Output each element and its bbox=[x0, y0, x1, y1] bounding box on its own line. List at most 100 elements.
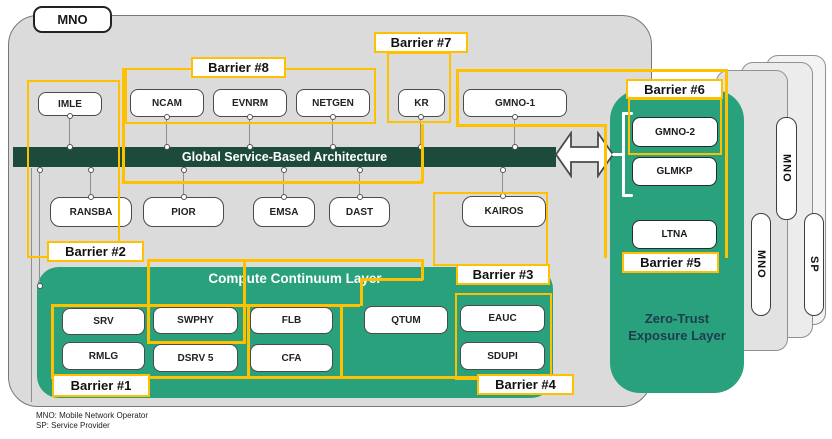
link-kr-gsba bbox=[420, 117, 422, 147]
gsba-bar-title: Global Service-Based Architecture bbox=[181, 150, 388, 164]
barrier-3-label: Barrier #3 bbox=[456, 264, 550, 285]
node-evnrm: EVNRM bbox=[213, 89, 287, 117]
barrier-2-label: Barrier #2 bbox=[47, 241, 144, 262]
node-cfa: CFA bbox=[250, 344, 333, 372]
zero-trust-title-line2: Exposure Layer bbox=[628, 328, 726, 343]
brace-bottom-tick bbox=[622, 194, 633, 197]
barrier-4-label: Barrier #4 bbox=[477, 374, 574, 395]
link-evnrm-gsba bbox=[249, 117, 251, 147]
zero-trust-title-line1: Zero-Trust bbox=[644, 311, 710, 326]
node-kr-label: KR bbox=[414, 97, 429, 109]
dot bbox=[181, 167, 187, 173]
dot bbox=[512, 114, 518, 120]
global-service-based-architecture-bar: Global Service-Based Architecture bbox=[13, 147, 556, 167]
node-imle: IMLE bbox=[38, 92, 102, 116]
node-gmno2: GMNO-2 bbox=[632, 117, 718, 147]
barrier-5-text: Barrier #5 bbox=[640, 255, 701, 270]
link-gsba-ccl bbox=[39, 170, 41, 286]
dot bbox=[281, 194, 287, 200]
dot bbox=[88, 194, 94, 200]
link-gsba-kairos bbox=[502, 170, 504, 196]
dot bbox=[247, 144, 253, 150]
barrier-6-text: Barrier #6 bbox=[644, 81, 705, 97]
dot bbox=[37, 167, 43, 173]
tab-mno-bottom-label: MNO bbox=[755, 250, 767, 279]
node-eauc-label: EAUC bbox=[488, 313, 517, 324]
legend-sp: SP: Service Provider bbox=[36, 421, 110, 430]
link-ncam-gsba bbox=[166, 117, 168, 147]
tab-mno-top-label: MNO bbox=[780, 154, 793, 183]
brace-top-tick bbox=[622, 112, 633, 115]
dot bbox=[67, 113, 73, 119]
node-dsrv5: DSRV 5 bbox=[153, 344, 238, 372]
node-flb: FLB bbox=[250, 307, 333, 334]
link-gsba-dast bbox=[359, 170, 361, 197]
compute-continuum-layer-title: Compute Continuum Layer bbox=[208, 271, 382, 286]
brace-icon bbox=[622, 112, 625, 197]
node-gmno1: GMNO-1 bbox=[463, 89, 567, 117]
node-ransba: RANSBA bbox=[50, 197, 132, 227]
node-dast-label: DAST bbox=[345, 206, 374, 218]
node-ncam: NCAM bbox=[130, 89, 204, 117]
node-kr: KR bbox=[398, 89, 445, 117]
node-ransba-label: RANSBA bbox=[69, 206, 113, 218]
link-netgen-gsba bbox=[332, 117, 334, 147]
dot bbox=[500, 193, 506, 199]
zero-trust-layer-title: Zero-Trust Exposure Layer bbox=[612, 310, 742, 344]
dot bbox=[37, 283, 43, 289]
legend-mno: MNO: Mobile Network Operator bbox=[36, 411, 149, 420]
link-gmno1-gsba bbox=[514, 117, 516, 147]
dot bbox=[164, 114, 170, 120]
node-qtum: QTUM bbox=[364, 306, 448, 334]
link-gsba-frame-bottom bbox=[31, 168, 33, 402]
dot bbox=[67, 144, 73, 150]
mno-corner-label: MNO bbox=[57, 12, 88, 27]
node-kairos-label: KAIROS bbox=[484, 206, 524, 217]
node-ltna-label: LTNA bbox=[661, 229, 688, 240]
dot bbox=[418, 144, 424, 150]
mno-corner-title: MNO bbox=[33, 6, 112, 33]
barrier-1-label: Barrier #1 bbox=[52, 374, 150, 397]
tab-sp: SP bbox=[804, 213, 824, 316]
barrier-4-text: Barrier #4 bbox=[495, 377, 556, 392]
node-gmno1-label: GMNO-1 bbox=[495, 97, 535, 109]
barrier-8-label: Barrier #8 bbox=[191, 57, 286, 78]
dot bbox=[330, 144, 336, 150]
node-imle-label: IMLE bbox=[58, 98, 82, 110]
dot bbox=[500, 167, 506, 173]
node-pior-label: PIOR bbox=[171, 206, 196, 218]
node-dast: DAST bbox=[329, 197, 390, 227]
node-eauc: EAUC bbox=[460, 305, 545, 332]
barrier-5-label: Barrier #5 bbox=[622, 252, 719, 273]
dot bbox=[164, 144, 170, 150]
dot bbox=[330, 114, 336, 120]
node-emsa-label: EMSA bbox=[269, 206, 299, 218]
node-pior: PIOR bbox=[143, 197, 224, 227]
link-gsba-ransba bbox=[90, 170, 92, 197]
node-gmno2-label: GMNO-2 bbox=[655, 126, 695, 138]
link-gsba-emsa bbox=[283, 170, 285, 197]
tab-mno-bottom: MNO bbox=[751, 213, 771, 316]
node-swphy: SWPHY bbox=[153, 307, 238, 334]
tab-sp-label: SP bbox=[808, 256, 820, 273]
barrier-2-text: Barrier #2 bbox=[65, 244, 126, 259]
barrier-7-label: Barrier #7 bbox=[374, 32, 468, 53]
dot bbox=[88, 167, 94, 173]
node-emsa: EMSA bbox=[253, 197, 315, 227]
dot bbox=[357, 167, 363, 173]
barrier-7-text: Barrier #7 bbox=[390, 35, 452, 50]
node-srv-label: SRV bbox=[93, 316, 114, 327]
link-imle-gsba bbox=[69, 116, 71, 147]
node-flb-label: FLB bbox=[281, 315, 302, 326]
dot bbox=[281, 167, 287, 173]
node-netgen-label: NETGEN bbox=[312, 97, 354, 109]
node-qtum-label: QTUM bbox=[391, 314, 421, 326]
node-rmlg: RMLG bbox=[62, 342, 145, 370]
dot bbox=[418, 114, 424, 120]
node-netgen: NETGEN bbox=[296, 89, 370, 117]
node-sdupi: SDUPI bbox=[460, 342, 545, 370]
node-rmlg-label: RMLG bbox=[88, 350, 119, 362]
node-dsrv5-label: DSRV 5 bbox=[177, 352, 214, 364]
node-glmkp-label: GLMKP bbox=[656, 166, 693, 177]
